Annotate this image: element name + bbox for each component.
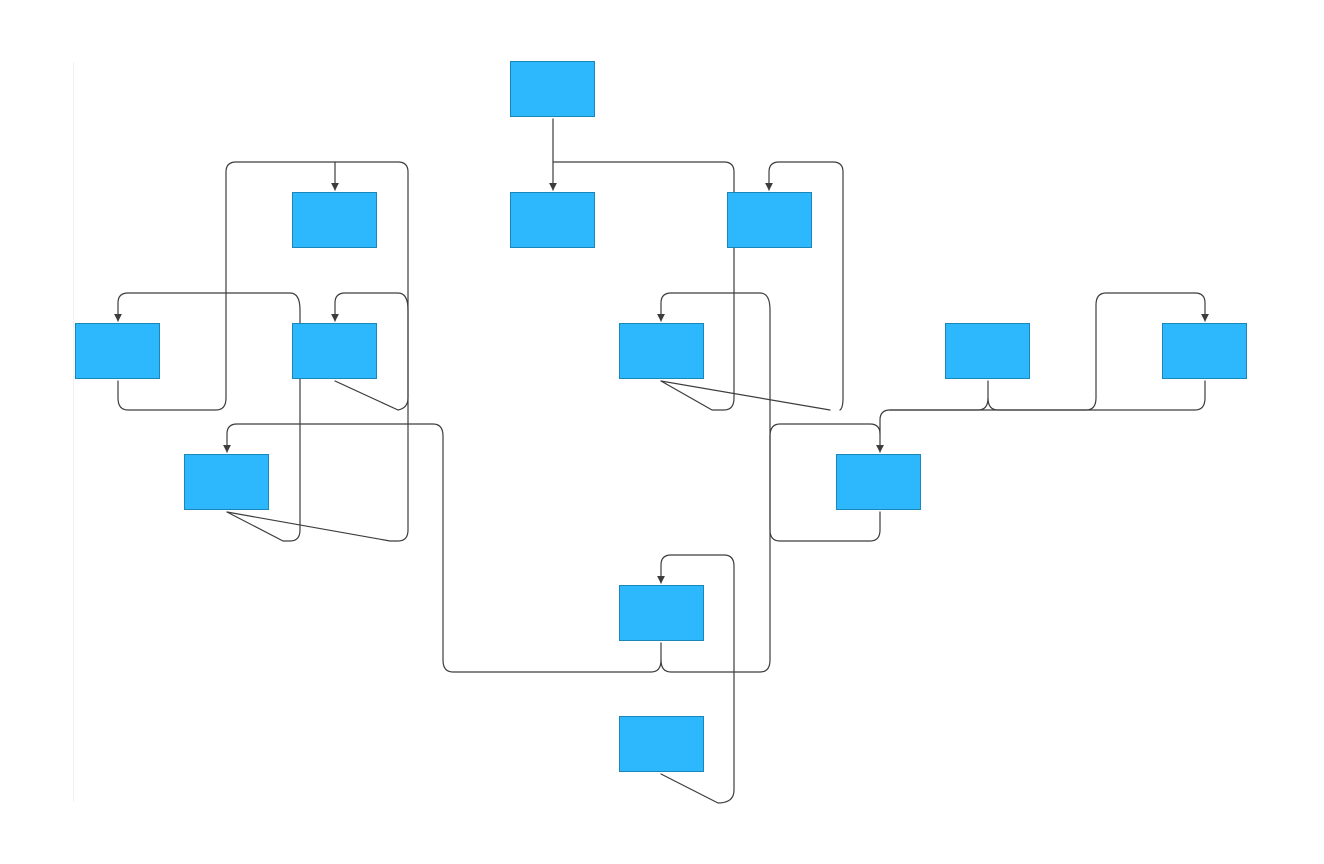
connector-loop-into-j bbox=[769, 423, 881, 542]
node-a[interactable] bbox=[510, 192, 595, 248]
connector-m-to-l bbox=[660, 773, 735, 804]
connector-into-e bbox=[225, 161, 339, 399]
connector-k-to-j bbox=[889, 380, 1206, 411]
connector-c-vertical bbox=[660, 309, 771, 673]
node-f[interactable] bbox=[292, 323, 377, 379]
connector-b-to-c bbox=[660, 249, 735, 411]
connector-into-l bbox=[657, 554, 735, 791]
node-d[interactable] bbox=[75, 323, 160, 379]
node-c[interactable] bbox=[619, 323, 704, 379]
canvas-boundary-line bbox=[73, 62, 74, 802]
node-l[interactable] bbox=[619, 585, 704, 641]
connector-loop-to-b bbox=[765, 161, 844, 411]
node-g[interactable] bbox=[184, 454, 269, 510]
connector-e-outer-loop bbox=[226, 161, 409, 542]
connector-g-to-bottom bbox=[442, 435, 662, 673]
node-m[interactable] bbox=[619, 716, 704, 772]
connector-top-to-b bbox=[552, 161, 735, 251]
node-k[interactable] bbox=[1162, 323, 1247, 379]
connector-into-c bbox=[657, 292, 771, 322]
node-b[interactable] bbox=[727, 192, 812, 248]
connector-into-f bbox=[331, 292, 409, 322]
node-e[interactable] bbox=[292, 192, 377, 248]
connector-f-to-loop bbox=[334, 309, 409, 411]
connector-d-bottom bbox=[117, 380, 227, 411]
connector-into-d bbox=[114, 292, 301, 322]
node-j[interactable] bbox=[836, 454, 921, 510]
node-top[interactable] bbox=[510, 61, 595, 117]
connector-i-to-j bbox=[876, 380, 989, 453]
connector-into-g bbox=[223, 423, 444, 453]
node-i[interactable] bbox=[945, 323, 1030, 379]
connector-c-to-right-loop bbox=[660, 380, 831, 411]
connector-d-vertical bbox=[226, 309, 301, 542]
